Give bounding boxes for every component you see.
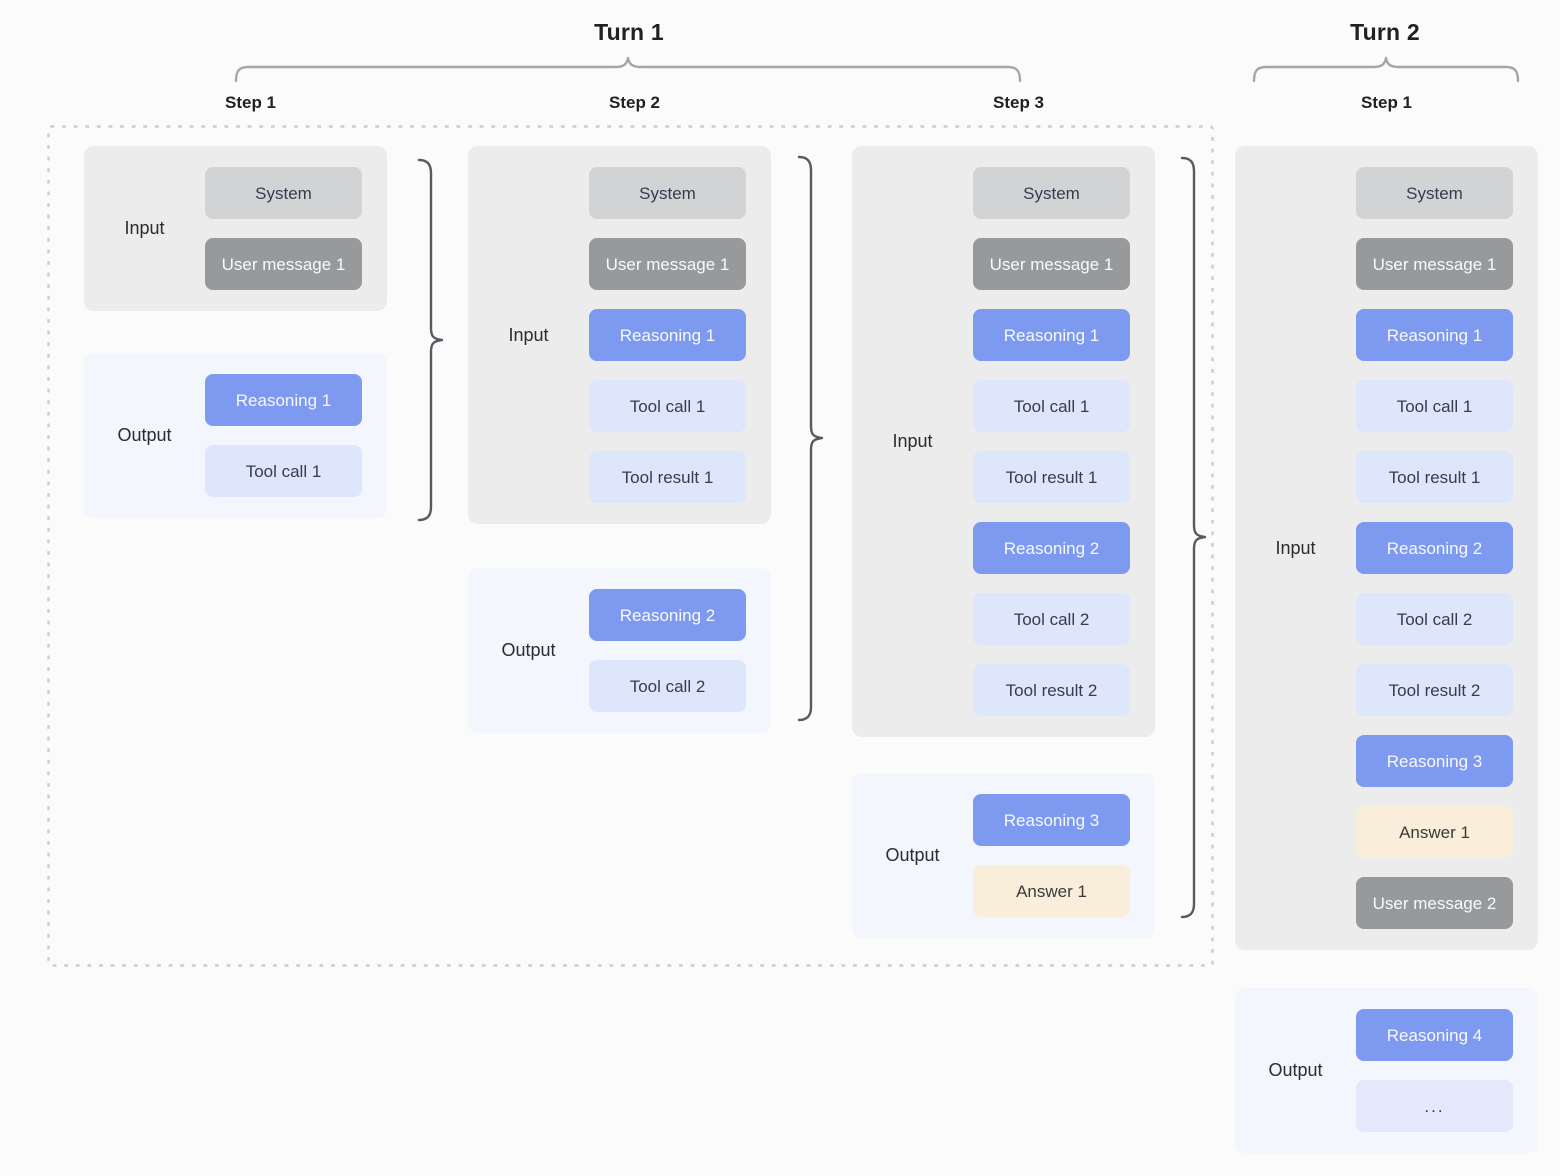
- output-label: Output: [501, 640, 556, 660]
- answer-message-chip: Answer 1: [1356, 806, 1513, 858]
- tool-message-chip: Tool result 1: [589, 451, 746, 503]
- user-message-chip: User message 1: [589, 238, 746, 290]
- reasoning-message-chip: Reasoning 1: [589, 309, 746, 361]
- tool-message-chip: Tool call 1: [589, 380, 746, 432]
- user-message-chip: User message 2: [1356, 877, 1513, 929]
- turn-1-boundary: [47, 125, 1214, 967]
- step-label: Step 1: [1360, 93, 1413, 112]
- output-panel: Output Reasoning 3 Answer 1: [852, 773, 1155, 938]
- user-message-chip: User message 1: [205, 238, 362, 290]
- output-chip-stack: Reasoning 2 Tool call 2: [589, 568, 746, 733]
- input-label: Input: [892, 431, 933, 451]
- tool-message-chip: Tool call 1: [1356, 380, 1513, 432]
- tool-message-chip: Tool call 2: [973, 593, 1130, 645]
- output-chip-stack: Reasoning 4...: [1356, 988, 1513, 1153]
- step-label: Step 1: [224, 93, 277, 112]
- tool-message-chip: Tool call 1: [973, 380, 1130, 432]
- tool-message-chip: Tool result 2: [973, 664, 1130, 716]
- reasoning-message-chip: Reasoning 1: [1356, 309, 1513, 361]
- input-label: Input: [508, 324, 549, 345]
- output-panel: Output Reasoning 4...: [1235, 988, 1538, 1153]
- tool-message-chip: Tool result 2: [1356, 664, 1513, 716]
- step-3-to-turn-2-brace-icon: [1180, 156, 1207, 919]
- reasoning-message-chip: Reasoning 2: [589, 589, 746, 641]
- system-message-chip: System: [589, 167, 746, 219]
- output-panel: Output Reasoning 2 Tool call 2: [468, 568, 771, 733]
- output-chip-stack: Reasoning 3 Answer 1: [973, 773, 1130, 938]
- tool-message-chip: Tool result 1: [973, 451, 1130, 503]
- output-chip-stack: Reasoning 1 Tool call 1: [205, 353, 362, 518]
- tool-message-chip: Tool call 1: [205, 445, 362, 497]
- input-label: Input: [124, 218, 165, 238]
- reasoning-message-chip: Reasoning 4: [1356, 1009, 1513, 1061]
- reasoning-message-chip: Reasoning 3: [1356, 735, 1513, 787]
- reasoning-message-chip: Reasoning 3: [973, 794, 1130, 846]
- user-message-chip: User message 1: [973, 238, 1130, 290]
- answer-message-chip: Answer 1: [973, 865, 1130, 917]
- step-1-to-step-2-brace-icon: [417, 158, 444, 522]
- system-message-chip: System: [1356, 167, 1513, 219]
- system-message-chip: System: [205, 167, 362, 219]
- tool-message-chip: Tool call 2: [1356, 593, 1513, 645]
- turn-2-title: Turn 2: [1350, 19, 1420, 45]
- turn-1-brace-icon: [234, 56, 1022, 83]
- reasoning-message-chip: Reasoning 1: [973, 309, 1130, 361]
- tool-message-chip: Tool call 2: [589, 660, 746, 712]
- input-label: Input: [1275, 537, 1316, 558]
- output-panel: Output Reasoning 1 Tool call 1: [84, 353, 387, 518]
- step-2-to-step-3-brace-icon: [797, 155, 824, 722]
- reasoning-message-chip: Reasoning 2: [973, 522, 1130, 574]
- tool-message-chip: Tool result 1: [1356, 451, 1513, 503]
- output-label: Output: [1268, 1060, 1323, 1080]
- user-message-chip: User message 1: [1356, 238, 1513, 290]
- system-message-chip: System: [973, 167, 1130, 219]
- reasoning-message-chip: Reasoning 2: [1356, 522, 1513, 574]
- turn-2-brace-icon: [1252, 56, 1520, 83]
- output-label: Output: [885, 845, 940, 865]
- step-label: Step 3: [992, 93, 1045, 112]
- step-label: Step 2: [608, 93, 661, 112]
- turn-1-title: Turn 1: [594, 19, 664, 45]
- output-label: Output: [117, 425, 172, 445]
- reasoning-message-chip: Reasoning 1: [205, 374, 362, 426]
- ellipsis-message-chip: ...: [1356, 1080, 1513, 1132]
